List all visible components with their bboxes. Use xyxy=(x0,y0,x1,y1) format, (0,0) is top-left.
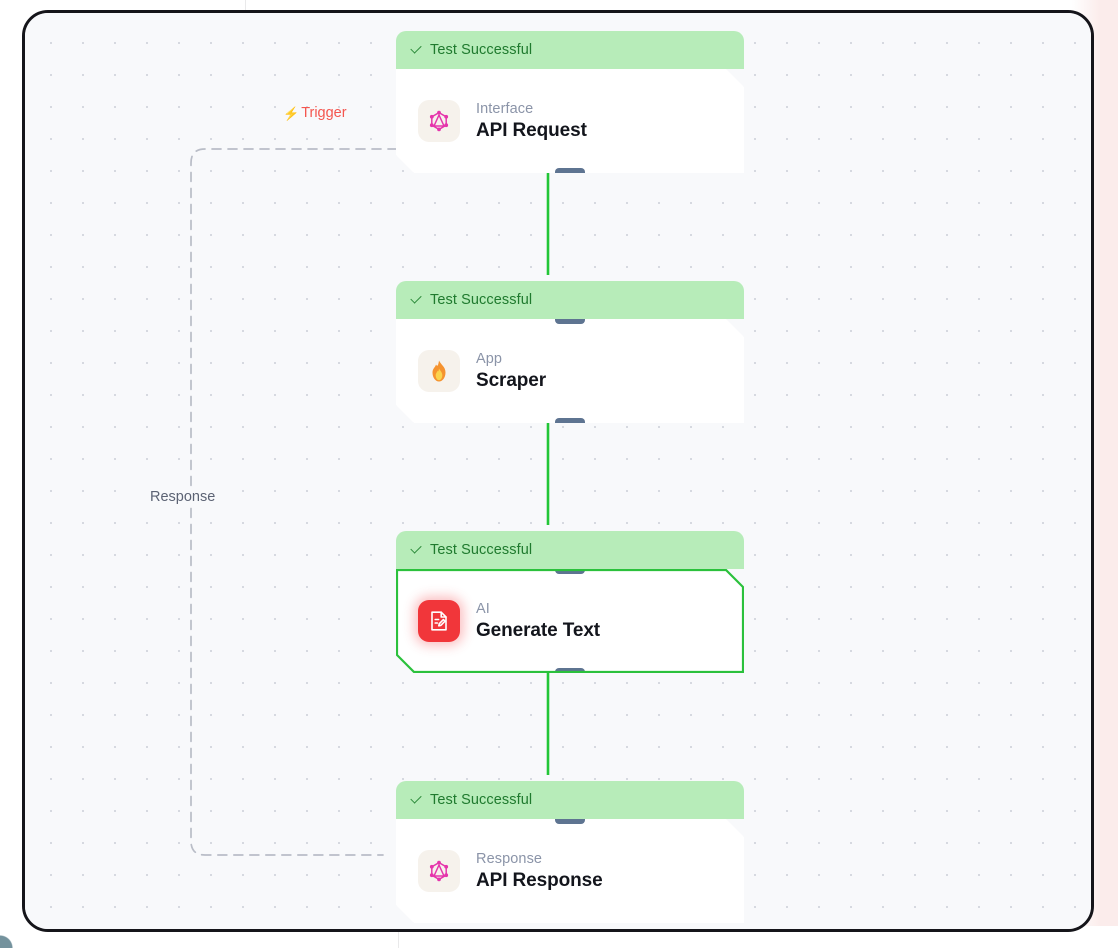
node-scraper[interactable]: Test Successful App Scraper xyxy=(396,281,744,423)
node-text: AI Generate Text xyxy=(476,601,600,642)
node-text: Response API Response xyxy=(476,851,603,892)
node-title: Scraper xyxy=(476,369,547,391)
node-body[interactable]: Interface API Request xyxy=(396,69,744,173)
node-status-text: Test Successful xyxy=(430,42,533,58)
node-text: App Scraper xyxy=(476,351,546,392)
node-status-text: Test Successful xyxy=(430,542,533,558)
node-generate-text[interactable]: Test Successful AI Generate Text xyxy=(396,531,744,673)
node-status-banner: Test Successful xyxy=(396,781,744,819)
node-handle-top[interactable] xyxy=(555,315,585,324)
check-icon xyxy=(410,44,423,57)
dot-grid-canvas[interactable] xyxy=(25,13,1091,929)
node-text: Interface API Request xyxy=(476,101,587,142)
node-body[interactable]: App Scraper xyxy=(396,319,744,423)
edge-label-response-text: Response xyxy=(150,489,216,505)
node-handle-bottom[interactable] xyxy=(555,168,585,177)
node-title: Generate Text xyxy=(476,619,601,641)
node-body[interactable]: AI Generate Text xyxy=(396,569,744,673)
check-icon xyxy=(410,794,423,807)
node-body[interactable]: Response API Response xyxy=(396,819,744,923)
graphql-icon xyxy=(418,850,460,892)
lightning-bolt-icon: ⚡ xyxy=(283,105,300,121)
flame-icon xyxy=(418,350,460,392)
node-title: API Response xyxy=(476,869,603,891)
node-handle-bottom[interactable] xyxy=(555,418,585,427)
check-icon xyxy=(410,544,423,557)
node-kind: App xyxy=(476,350,503,367)
node-title: API Request xyxy=(476,119,587,141)
node-kind: AI xyxy=(476,600,490,617)
document-edit-icon xyxy=(418,600,460,642)
node-status-text: Test Successful xyxy=(430,792,533,808)
panel-seam-top xyxy=(245,0,246,10)
edge-label-trigger: ⚡ Trigger xyxy=(283,105,347,121)
graphql-icon xyxy=(418,100,460,142)
node-status-banner: Test Successful xyxy=(396,31,744,69)
node-handle-top[interactable] xyxy=(555,815,585,824)
check-icon xyxy=(410,294,423,307)
workflow-canvas-frame: ⚡ Trigger Response Test Successful xyxy=(22,10,1094,932)
panel-seam-bottom xyxy=(398,926,399,948)
edge-label-trigger-text: Trigger xyxy=(301,105,347,121)
node-status-banner: Test Successful xyxy=(396,281,744,319)
node-kind: Interface xyxy=(476,100,534,117)
edge-label-response: Response xyxy=(146,487,220,507)
node-status-text: Test Successful xyxy=(430,292,533,308)
node-kind: Response xyxy=(476,850,543,867)
node-api-response[interactable]: Test Successful xyxy=(396,781,744,923)
edge-trigger-response-dashed xyxy=(190,148,398,856)
node-api-request[interactable]: Test Successful Interfa xyxy=(396,31,744,173)
node-status-banner: Test Successful xyxy=(396,531,744,569)
